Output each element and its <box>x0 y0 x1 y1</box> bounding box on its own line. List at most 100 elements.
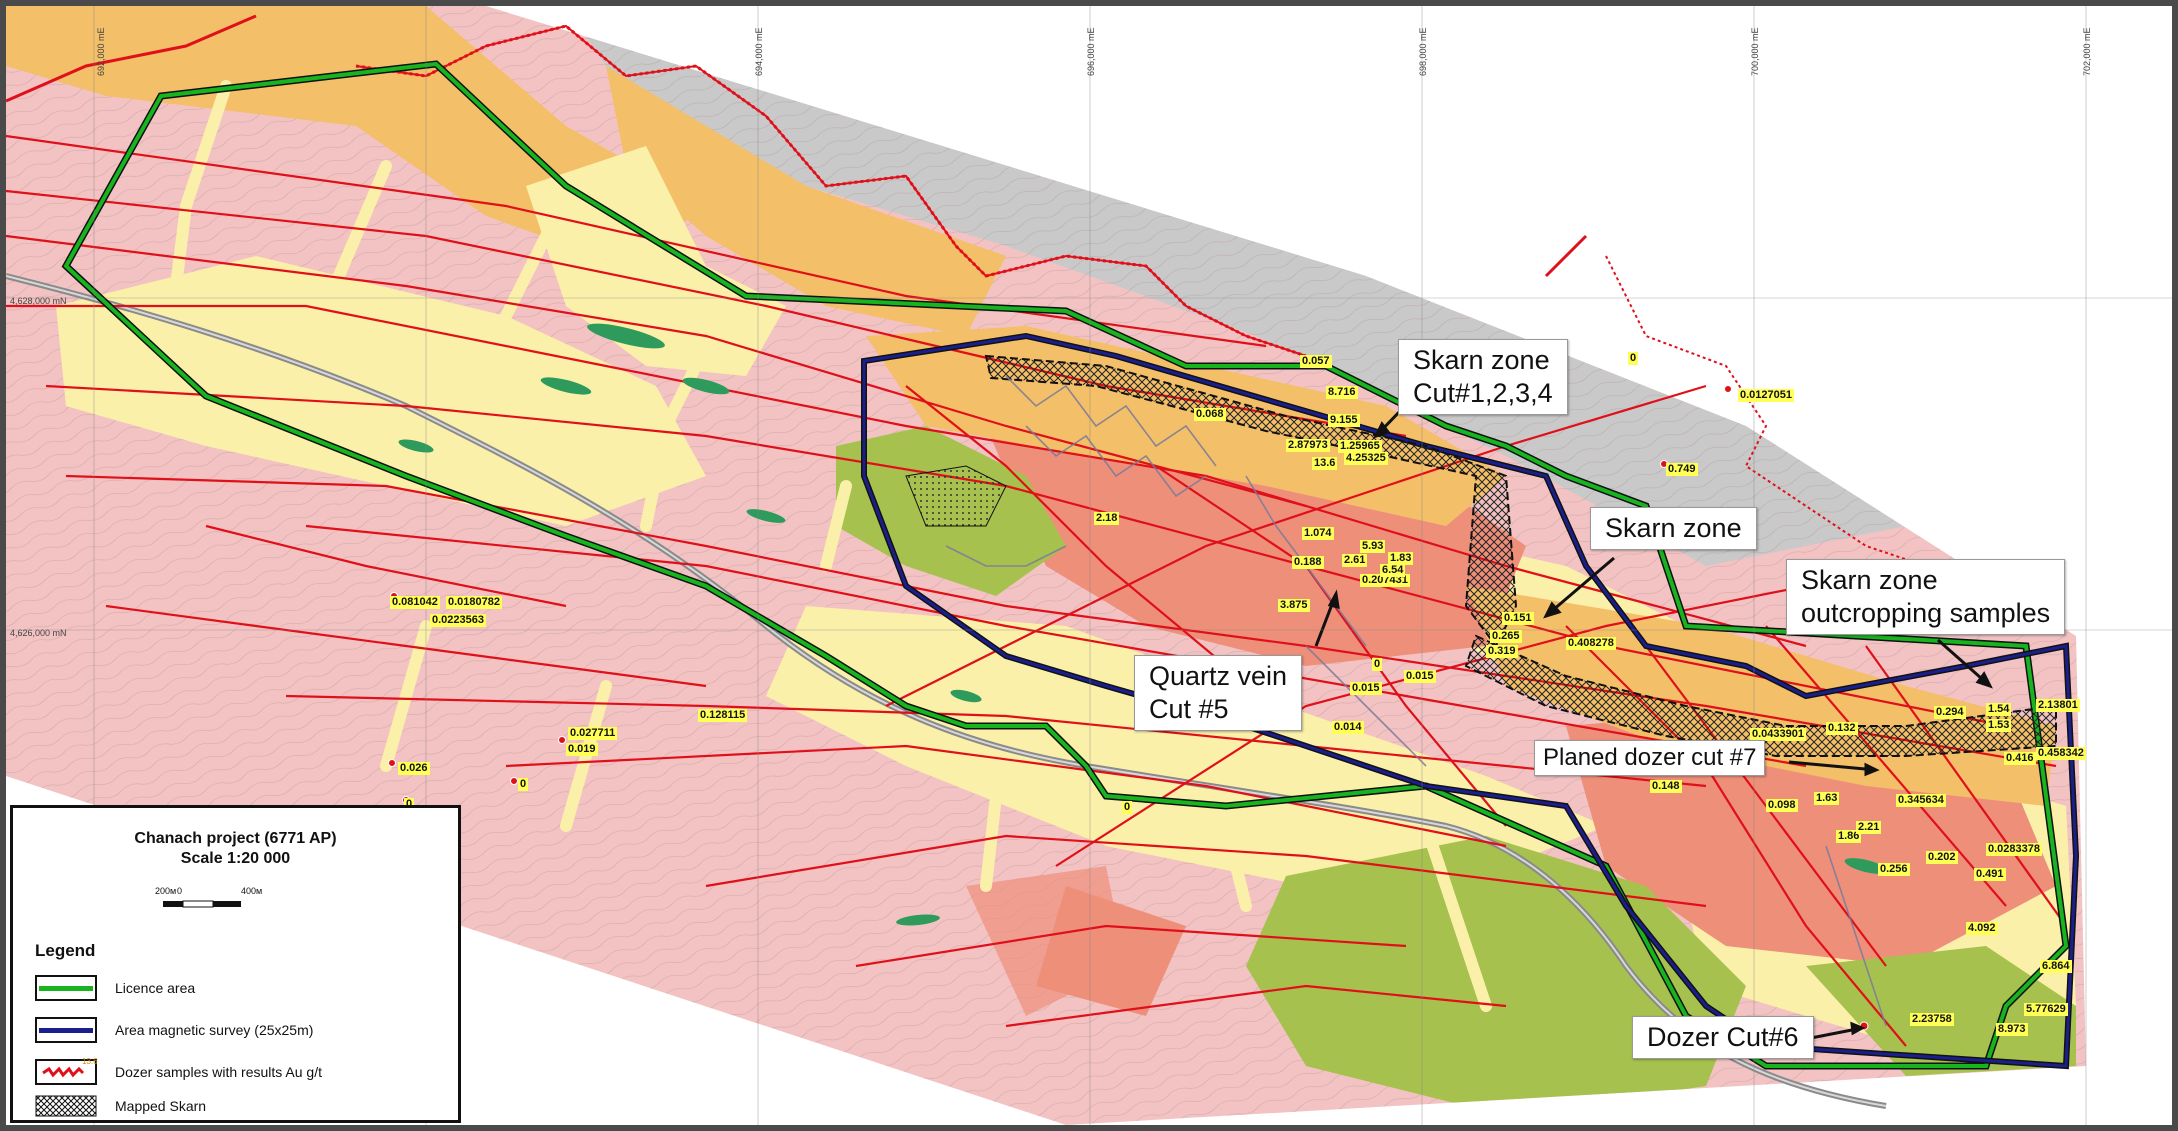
grid-label-698: 698,000 mE <box>1418 27 1428 76</box>
grid-label-696: 696,000 mE <box>1086 27 1096 76</box>
sample-label: 0.128115 <box>698 709 748 722</box>
sample-label: 1.86 <box>1836 830 1862 843</box>
sample-label: 1.074 <box>1302 527 1334 540</box>
sample-label: 0.019 <box>566 743 598 756</box>
legend-panel: Chanach project (6771 AP) Scale 1:20 000… <box>10 805 461 1123</box>
sample-label: 1.83 <box>1388 552 1414 565</box>
licence-area <box>61 60 2070 1070</box>
sample-label: 0.015 <box>1404 670 1436 683</box>
legend-heading: Legend <box>35 941 96 960</box>
grid-label-4626: 4,626,000 mN <box>10 628 67 638</box>
sample-label: 0.081042 <box>390 596 440 609</box>
licence-swatch <box>35 975 97 1001</box>
survey-swatch <box>35 1017 97 1043</box>
callout-arrows <box>1314 405 1993 1040</box>
sample-label: 4.25325 <box>1344 452 1388 465</box>
sample-label: 0.749 <box>1666 463 1698 476</box>
sample-label: 0 <box>1628 352 1639 365</box>
grid-label-702: 702,000 mE <box>2082 27 2092 76</box>
sample-label: 0.0223563 <box>430 614 486 627</box>
sample-label: 0 <box>404 798 415 811</box>
callout-dozer-cut6: Dozer Cut#6 <box>1632 1016 1814 1059</box>
callout-line: Cut #5 <box>1149 694 1229 724</box>
project-title: Chanach project (6771 AP) <box>134 830 337 847</box>
scalebar-label-right: 400м <box>241 886 263 896</box>
callout-line: Skarn zone <box>1413 345 1550 375</box>
scalebar-label-mid: 0 <box>177 886 183 896</box>
sample-label: 0.256 <box>1878 863 1910 876</box>
sample-label: 0.0127051 <box>1738 389 1794 402</box>
dozer-swatch-text: 13.6 <box>82 1057 98 1066</box>
sample-label: 0.068 <box>1194 408 1226 421</box>
grid-label-4628: 4,628,000 mN <box>10 296 67 306</box>
sample-label: 0.014 <box>1332 721 1364 734</box>
sample-label: 0.319 <box>1486 645 1518 658</box>
sample-label: 5.93 <box>1360 540 1386 553</box>
sample-label: 0.015 <box>1350 682 1382 695</box>
callout-line: Cut#1,2,3,4 <box>1413 378 1553 408</box>
callout-quartz-vein-cut5: Quartz vein Cut #5 <box>1134 655 1303 731</box>
callout-line: outcropping samples <box>1801 598 2051 628</box>
sample-label: 0 <box>1372 658 1383 671</box>
sample-label: 0.202 <box>1926 851 1958 864</box>
sample-label: 0.458342 <box>2036 747 2086 760</box>
mapped-skarn <box>905 354 2057 757</box>
dozer-sample-icon <box>35 1059 97 1085</box>
sample-label: 8.973 <box>1996 1023 2028 1036</box>
grid-label-694: 694,000 mE <box>754 27 764 76</box>
legend-label: Mapped Skarn <box>115 1098 207 1114</box>
sample-label: 4.092 <box>1966 922 1998 935</box>
dozer-swatch: 13.6 <box>35 1057 98 1085</box>
sample-label: 0 <box>518 778 529 791</box>
sample-label: 2.23758 <box>1910 1013 1954 1026</box>
sample-label: 1.53 <box>1986 719 2012 732</box>
legend-label: Dozer samples with results Au g/t <box>115 1064 322 1080</box>
sample-label: 6.54 <box>1380 564 1406 577</box>
sample-label: 1.25965 <box>1338 440 1382 453</box>
escarpment-lines <box>6 14 1927 567</box>
callout-line: Planed dozer cut #7 <box>1543 744 1757 771</box>
sample-label: 2.61 <box>1342 554 1368 567</box>
sample-label: 5.77629 <box>2024 1003 2068 1016</box>
scalebar-label-left: 200м <box>155 886 177 896</box>
sample-label: 6.864 <box>2040 960 2072 973</box>
legend-label: Area magnetic survey (25x25m) <box>115 1022 314 1038</box>
sample-label: 0.098 <box>1766 799 1798 812</box>
callout-skarn-zone-cut1234: Skarn zone Cut#1,2,3,4 <box>1398 339 1568 415</box>
sample-label: 1.63 <box>1814 792 1840 805</box>
callout-skarn-zone: Skarn zone <box>1590 507 1757 550</box>
sample-label: 0.408278 <box>1566 637 1616 650</box>
callout-line: Skarn zone <box>1605 513 1742 543</box>
sample-label: 0.294 <box>1934 706 1966 719</box>
callout-line: Dozer Cut#6 <box>1647 1022 1799 1052</box>
sample-label: 2.13801 <box>2036 699 2080 712</box>
map-canvas <box>6 6 2172 1125</box>
grid-label-700: 700,000 mE <box>1750 27 1760 76</box>
sample-label: 0.491 <box>1974 868 2006 881</box>
sample-label: 0 <box>1122 801 1133 814</box>
sample-label: 0.207431 <box>1360 574 1410 587</box>
sample-label: 0.132 <box>1826 722 1858 735</box>
sample-label: 0.027711 <box>568 727 618 740</box>
scale-text: Scale 1:20 000 <box>180 850 291 867</box>
sample-label: 0.026 <box>398 762 430 775</box>
sample-label: 13.6 <box>1312 457 1338 470</box>
sample-label: 1.54 <box>1986 703 2012 716</box>
scalebar <box>163 900 241 908</box>
sample-label: 0.148 <box>1650 780 1682 793</box>
sample-label: 0.265 <box>1490 630 1522 643</box>
sample-label: 2.18 <box>1094 512 1120 525</box>
sample-label: 0.151 <box>1502 612 1534 625</box>
skarn-swatch <box>35 1095 97 1117</box>
sample-label: 2.21 <box>1856 821 1882 834</box>
callout-planed-dozer-cut7: Planed dozer cut #7 <box>1534 740 1766 776</box>
sample-label: 8.716 <box>1326 386 1358 399</box>
sample-label: 0.345634 <box>1896 794 1946 807</box>
sample-label: 3.875 <box>1278 599 1310 612</box>
sample-label: 0.188 <box>1292 556 1324 569</box>
sample-label: 0.057 <box>1300 355 1332 368</box>
sample-label: 0.0180782 <box>446 596 502 609</box>
sample-label: 2.87973 <box>1286 439 1330 452</box>
legend-label: Licence area <box>115 980 196 996</box>
sample-label: 0.0433901 <box>1750 728 1806 741</box>
